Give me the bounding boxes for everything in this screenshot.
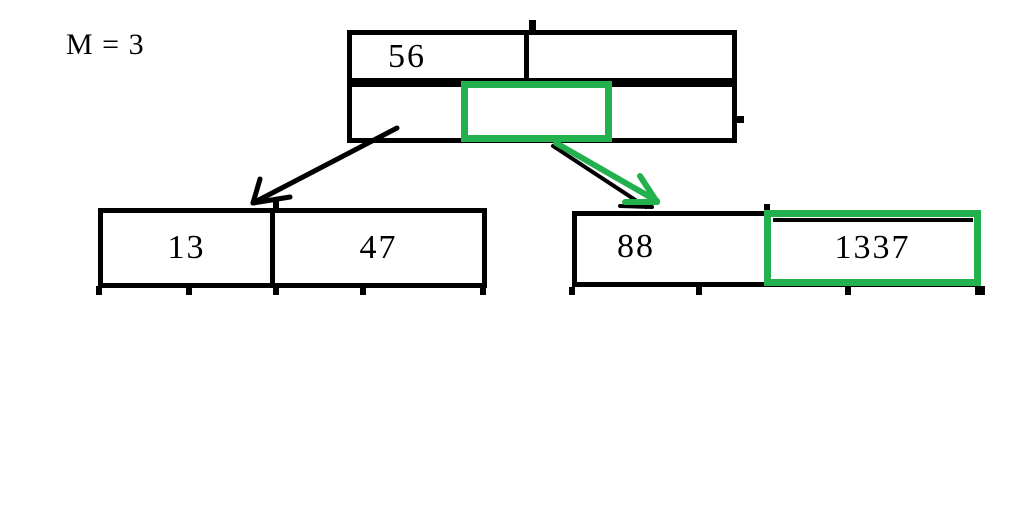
order-label: M = 3 [66,28,145,61]
tick-mark [480,286,486,295]
tick-mark [273,200,279,209]
tick-mark [529,20,536,31]
tick-mark [569,287,575,295]
root-key-cell-0: 56 [352,35,529,78]
tick-mark [696,287,702,295]
left-leaf-key-cell-0: 13 [103,213,275,283]
arrow-shadow [551,144,648,209]
left-leaf-key-value-1: 47 [359,229,398,266]
root-pointer-cell-highlighted [461,81,612,142]
left-leaf-key-value-0: 13 [167,229,206,266]
tick-mark [735,116,744,123]
left-leaf-key-cell-1: 47 [275,213,482,283]
left-leaf-node: 13 47 [98,208,487,288]
tick-mark [764,204,770,212]
tick-mark [975,286,985,295]
leaf-border-remnant-line [773,218,973,222]
right-leaf-key-value-1: 1337 [834,229,911,266]
tick-mark [96,286,102,295]
tick-mark [186,286,192,295]
root-key-cell-1 [529,35,732,78]
tick-mark [360,286,366,295]
arrow-shadow [618,204,654,209]
tick-mark [273,286,279,295]
right-leaf-key-value-0: 88 [617,228,655,265]
root-key-row: 56 [347,30,737,83]
right-leaf-key-cell-highlighted: 1337 [764,210,981,286]
right-child-arrow [551,140,660,209]
root-key-value-0: 56 [388,37,426,75]
tick-mark [845,287,851,295]
